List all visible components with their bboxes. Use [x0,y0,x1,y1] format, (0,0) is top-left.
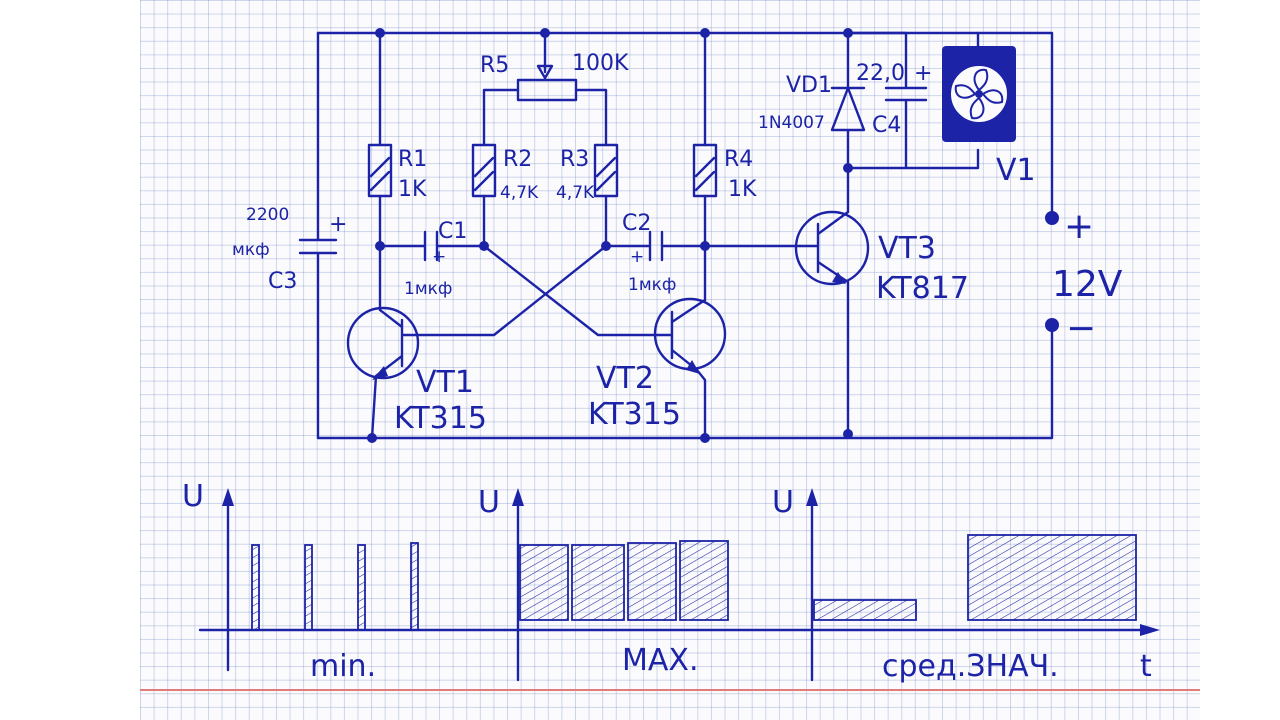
graph-max-u-axis: U [478,485,500,520]
margin-line [140,689,1200,691]
c4-label: C4 [872,113,901,138]
grid-paper [140,0,1200,720]
transistor-vt3: VT3 KT817 [794,210,969,436]
plus-sign: + [1064,206,1094,247]
diode-vd1: VD1 1N4007 [758,31,866,170]
graph-average-u-axis: U [772,485,794,520]
vd1-part: 1N4007 [758,113,825,133]
vt2-part: KT315 [588,397,681,432]
r1-value: 1K [398,177,427,202]
r1-label: R1 [398,147,427,172]
resistor-r4: R4 1K [692,31,757,302]
svg-text:+: + [914,61,932,86]
svg-text:+: + [432,247,446,267]
fan-blades-icon [949,64,1009,124]
graph-min: U min. [182,479,507,684]
cross-link-b [416,244,608,337]
vt3-label: VT3 [878,231,936,266]
svg-text:+: + [630,247,644,267]
r5-value: 100K [572,51,629,76]
svg-text:+: + [329,212,347,237]
vt1-part: KT315 [394,401,487,436]
vt3-part: KT817 [876,271,969,306]
graph-average-label: срeд.ЗНАЧ. [882,649,1059,684]
c2-label: C2 [622,211,651,236]
graph-min-u-axis: U [182,479,204,514]
time-axis-label: t [1140,649,1152,684]
supply-terminals: + 12V − [1045,206,1123,349]
capacitor-c4: + 22,0 C4 [846,31,932,170]
r4-label: R4 [724,147,753,172]
resistor-r1: R1 1K [367,31,427,312]
potentiometer-r5: R5 100K [480,31,629,147]
r2-label: R2 [503,147,532,172]
vt2-label: VT2 [596,361,654,396]
transistor-vt1: VT1 KT315 [346,306,487,440]
r3-label: R3 [560,147,589,172]
vt1-label: VT1 [416,365,474,400]
top-rail [316,31,1054,220]
capacitor-c3: + 2200 мкф C3 [232,31,347,440]
fan-v1: V1 [904,31,1036,188]
cross-link-a [482,244,660,337]
minus-sign: − [1066,308,1096,349]
c3-unit: мкф [232,240,270,260]
graph-max-label: MAX. [622,643,699,678]
capacitor-c1: C1 + 1мкф [378,219,486,299]
c3-value: 2200 [246,205,289,225]
bottom-rail [316,323,1054,440]
r5-label: R5 [480,53,509,78]
resistor-r3: R3 4,7K [556,143,619,248]
r2-value: 4,7K [500,183,539,203]
c4-value: 22,0 [856,61,905,86]
transistor-vt2: VT2 KT315 [588,297,727,440]
r4-value: 1K [728,177,757,202]
c1-label: C1 [438,219,467,244]
v1-label: V1 [996,153,1036,188]
capacitor-c2: C2 + 1мкф [604,211,707,295]
vd1-label: VD1 [786,73,832,98]
graph-min-label: min. [310,649,376,684]
graph-average: U срeд.ЗНАЧ. t [772,485,1160,684]
graph-max: U MAX. [478,485,807,682]
supply-voltage: 12V [1052,264,1123,305]
c2-value: 1мкф [628,275,676,295]
c3-label: C3 [268,269,297,294]
c1-value: 1мкф [404,279,452,299]
r3-value: 4,7K [556,183,595,203]
resistor-r2: R2 4,7K [471,143,539,248]
